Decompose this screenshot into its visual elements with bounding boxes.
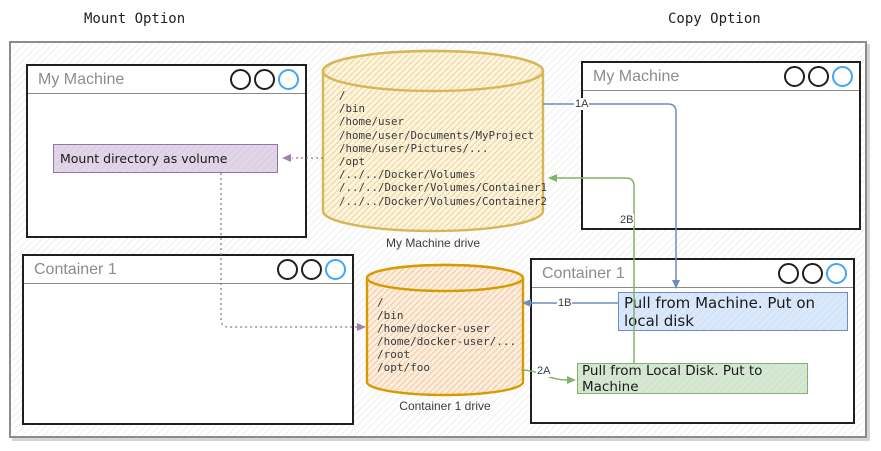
pull-from-machine-note: Pull from Machine. Put on local disk <box>618 292 848 331</box>
container1-drive-paths: / /bin /home/docker-user /home/docker-us… <box>377 296 517 374</box>
window-title: Container 1 <box>34 260 117 278</box>
window-container1-left: Container 1 <box>22 254 354 425</box>
window-control-blue-icon <box>325 259 346 280</box>
connector-label-1b: 1B <box>557 297 573 309</box>
window-control-icon <box>784 66 805 87</box>
window-titlebar: Container 1 <box>532 260 853 288</box>
container1-drive-caption: Container 1 drive <box>399 399 491 413</box>
window-titlebar: My Machine <box>583 63 859 91</box>
window-my-machine-right: My Machine <box>581 61 861 230</box>
window-title: Container 1 <box>542 264 625 282</box>
window-control-icon <box>778 263 799 284</box>
window-control-blue-icon <box>278 69 299 90</box>
window-control-icon <box>277 259 298 280</box>
mount-option-heading: Mount Option <box>84 11 186 27</box>
mount-directory-note: Mount directory as volume <box>53 144 278 173</box>
window-control-blue-icon <box>832 66 853 87</box>
connector-label-2b: 2B <box>619 214 635 226</box>
window-control-icon <box>301 259 322 280</box>
my-machine-drive-caption: My Machine drive <box>385 236 481 250</box>
window-control-icon <box>254 69 275 90</box>
window-control-blue-icon <box>826 263 847 284</box>
window-title: My Machine <box>593 67 680 85</box>
window-control-icon <box>802 263 823 284</box>
window-control-icon <box>230 69 251 90</box>
pull-from-local-note: Pull from Local Disk. Put to Machine <box>577 363 808 395</box>
my-machine-drive-paths: / /bin /home/user /home/user/Documents/M… <box>339 89 548 208</box>
window-control-icon <box>808 66 829 87</box>
connector-label-2a: 2A <box>536 365 552 377</box>
window-container1-right: Container 1 <box>530 258 855 424</box>
window-titlebar: My Machine <box>28 66 305 94</box>
window-title: My Machine <box>38 70 125 88</box>
connector-label-1a: 1A <box>574 98 590 110</box>
window-titlebar: Container 1 <box>24 256 352 284</box>
copy-option-heading: Copy Option <box>668 11 761 27</box>
